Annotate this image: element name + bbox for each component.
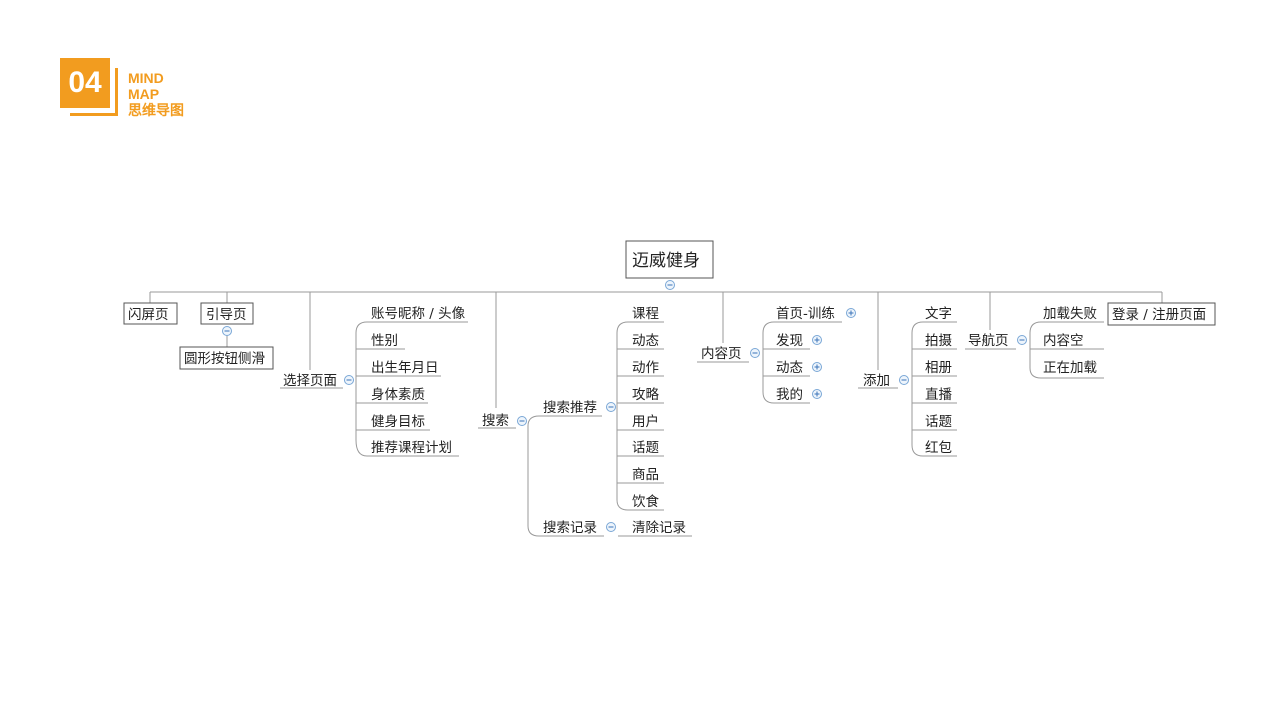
node-add[interactable]: 添加 bbox=[863, 373, 890, 389]
node-nav-child-3[interactable]: 正在加载 bbox=[1043, 360, 1097, 376]
node-recommend-child-8[interactable]: 饮食 bbox=[632, 493, 660, 510]
node-recommend-child-4[interactable]: 攻略 bbox=[632, 387, 660, 403]
node-search[interactable]: 搜索 bbox=[482, 413, 509, 429]
badge-frame-decoration bbox=[70, 68, 118, 116]
node-content-child-1[interactable]: 首页-训练 bbox=[776, 306, 835, 322]
node-nav-child-1[interactable]: 加载失败 bbox=[1043, 306, 1097, 322]
node-content[interactable]: 内容页 bbox=[701, 345, 742, 362]
badge-title-line2: MAP bbox=[128, 86, 160, 102]
badge-title-line3: 思维导图 bbox=[128, 102, 184, 118]
node-content-child-4[interactable]: 我的 bbox=[776, 387, 803, 403]
node-recommend-child-3[interactable]: 动作 bbox=[632, 360, 659, 376]
section-number-badge: 04 bbox=[60, 58, 110, 108]
node-add-child-6[interactable]: 红包 bbox=[925, 440, 952, 456]
node-select-child-1[interactable]: 账号昵称 / 头像 bbox=[371, 306, 466, 322]
node-search-recommend[interactable]: 搜索推荐 bbox=[543, 400, 597, 416]
node-guide-child[interactable]: 圆形按钮侧滑 bbox=[184, 351, 265, 367]
node-content-child-3[interactable]: 动态 bbox=[776, 360, 803, 376]
node-recommend-child-7[interactable]: 商品 bbox=[632, 467, 659, 483]
node-nav[interactable]: 导航页 bbox=[968, 333, 1009, 349]
node-add-child-4[interactable]: 直播 bbox=[925, 387, 953, 403]
node-add-child-3[interactable]: 相册 bbox=[925, 360, 952, 376]
node-nav-child-2[interactable]: 内容空 bbox=[1043, 332, 1084, 349]
node-recommend-child-6[interactable]: 话题 bbox=[632, 440, 659, 456]
node-select-child-6[interactable]: 推荐课程计划 bbox=[371, 440, 452, 456]
node-splash[interactable]: 闪屏页 bbox=[128, 307, 169, 323]
node-login[interactable]: 登录 / 注册页面 bbox=[1112, 307, 1206, 323]
node-select-child-3[interactable]: 出生年月日 bbox=[371, 360, 439, 376]
node-search-history[interactable]: 搜索记录 bbox=[543, 520, 597, 536]
node-select-child-5[interactable]: 健身目标 bbox=[371, 414, 425, 430]
root-node[interactable]: 迈威健身 bbox=[632, 251, 700, 271]
node-select-child-4[interactable]: 身体素质 bbox=[371, 387, 425, 403]
node-select-child-2[interactable]: 性别 bbox=[371, 333, 398, 349]
node-recommend-child-1[interactable]: 课程 bbox=[632, 306, 659, 322]
node-add-child-1[interactable]: 文字 bbox=[925, 306, 952, 322]
collapse-toggles[interactable] bbox=[222, 280, 1027, 532]
node-select[interactable]: 选择页面 bbox=[283, 373, 337, 389]
node-history-child[interactable]: 清除记录 bbox=[632, 520, 686, 536]
section-number: 04 bbox=[68, 66, 102, 99]
node-recommend-child-5[interactable]: 用户 bbox=[632, 413, 659, 430]
node-recommend-child-2[interactable]: 动态 bbox=[632, 333, 659, 349]
node-content-child-2[interactable]: 发现 bbox=[776, 333, 803, 349]
node-add-child-5[interactable]: 话题 bbox=[925, 414, 952, 430]
node-guide[interactable]: 引导页 bbox=[206, 307, 247, 323]
badge-title-line1: MIND bbox=[128, 70, 164, 86]
node-add-child-2[interactable]: 拍摄 bbox=[925, 333, 953, 349]
